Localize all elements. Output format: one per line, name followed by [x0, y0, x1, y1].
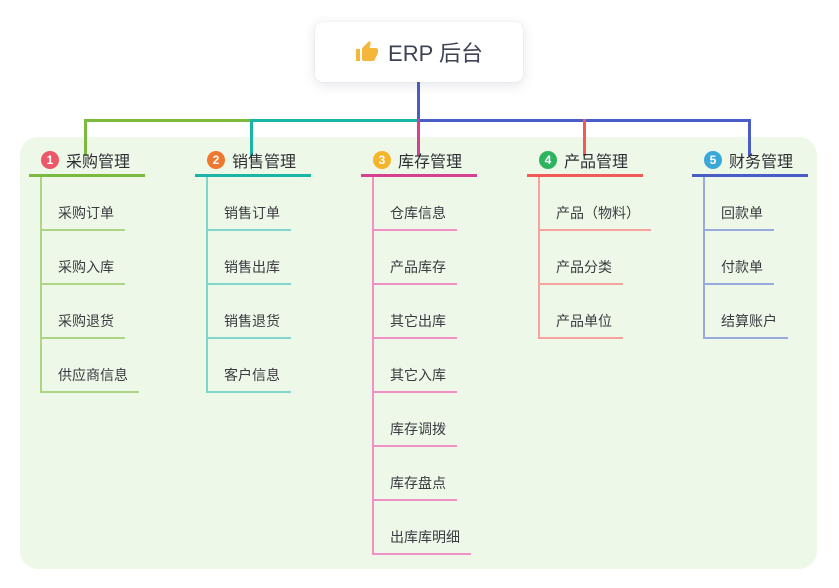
child-row: 产品单位: [538, 285, 651, 339]
mindmap-group-panel: [20, 137, 817, 569]
connector-line: [250, 119, 420, 122]
branch-3: 3 库存管理 仓库信息产品库存其它出库其它入库库存调拨库存盘点出库库明细: [361, 146, 477, 555]
branch-label: 销售管理: [232, 154, 297, 171]
child-node[interactable]: 仓库信息: [372, 203, 457, 231]
child-row: 产品库存: [372, 231, 477, 285]
branch-label: 财务管理: [729, 154, 794, 171]
child-node[interactable]: 付款单: [703, 257, 774, 285]
child-node[interactable]: 结算账户: [703, 311, 788, 339]
branch-drop-line: [748, 119, 751, 156]
branch-number-badge: 2: [207, 151, 225, 169]
child-row: 其它出库: [372, 285, 477, 339]
child-node[interactable]: 产品分类: [538, 257, 623, 285]
branch-drop-line: [583, 119, 586, 156]
child-node[interactable]: 采购入库: [40, 257, 125, 285]
child-row: 产品（物料）: [538, 177, 651, 231]
root-node-title: ERP 后台: [388, 41, 483, 66]
child-node[interactable]: 库存调拨: [372, 419, 457, 447]
branch-1: 1 采购管理 采购订单采购入库采购退货供应商信息: [29, 146, 145, 393]
child-node[interactable]: 供应商信息: [40, 365, 139, 393]
child-row: 结算账户: [703, 285, 808, 339]
branch-vline: [40, 177, 42, 393]
branch-number-badge: 4: [539, 151, 557, 169]
child-row: 客户信息: [206, 339, 311, 393]
branch-node-5[interactable]: 5 财务管理: [692, 146, 808, 177]
child-row: 其它入库: [372, 339, 477, 393]
branch-number-badge: 5: [704, 151, 722, 169]
branch-children: 产品（物料） 产品分类产品单位: [527, 177, 651, 339]
branch-label: 库存管理: [398, 154, 463, 171]
child-row: 出库库明细: [372, 501, 477, 555]
branch-node-1[interactable]: 1 采购管理: [29, 146, 145, 177]
child-row: 采购订单: [40, 177, 145, 231]
branch-5: 5 财务管理 回款单付款单结算账户: [692, 146, 808, 339]
branch-children: 销售订单销售出库销售退货客户信息: [195, 177, 311, 393]
child-node[interactable]: 产品库存: [372, 257, 457, 285]
child-node[interactable]: 其它入库: [372, 365, 457, 393]
child-node[interactable]: 产品单位: [538, 311, 623, 339]
root-connector-line: [417, 82, 420, 122]
branch-children: 仓库信息产品库存其它出库其它入库库存调拨库存盘点出库库明细: [361, 177, 477, 555]
branch-label: 采购管理: [66, 154, 131, 171]
branch-node-3[interactable]: 3 库存管理: [361, 146, 477, 177]
child-row: 仓库信息: [372, 177, 477, 231]
branch-vline: [206, 177, 208, 393]
child-node[interactable]: 销售退货: [206, 311, 291, 339]
branch-node-4[interactable]: 4 产品管理: [527, 146, 643, 177]
child-row: 库存盘点: [372, 447, 477, 501]
child-row: 产品分类: [538, 231, 651, 285]
child-row: 回款单: [703, 177, 808, 231]
branch-number-badge: 1: [41, 151, 59, 169]
child-node[interactable]: 库存盘点: [372, 473, 457, 501]
branch-4: 4 产品管理 产品（物料） 产品分类产品单位: [527, 146, 651, 339]
child-row: 付款单: [703, 231, 808, 285]
child-row: 库存调拨: [372, 393, 477, 447]
child-node[interactable]: 产品（物料）: [538, 203, 651, 231]
child-row: 销售退货: [206, 285, 311, 339]
branch-drop-line: [417, 119, 420, 156]
branch-children: 采购订单采购入库采购退货供应商信息: [29, 177, 145, 393]
child-node[interactable]: 回款单: [703, 203, 774, 231]
child-node[interactable]: 销售出库: [206, 257, 291, 285]
branch-drop-line: [250, 119, 253, 156]
child-node[interactable]: 出库库明细: [372, 527, 471, 555]
branch-node-2[interactable]: 2 销售管理: [195, 146, 311, 177]
child-row: 采购入库: [40, 231, 145, 285]
child-node[interactable]: 销售订单: [206, 203, 291, 231]
branch-label: 产品管理: [564, 154, 629, 171]
child-node[interactable]: 客户信息: [206, 365, 291, 393]
child-node[interactable]: 采购订单: [40, 203, 125, 231]
child-row: 供应商信息: [40, 339, 145, 393]
child-row: 销售出库: [206, 231, 311, 285]
branch-vline: [538, 177, 540, 339]
branch-children: 回款单付款单结算账户: [692, 177, 808, 339]
branch-number-badge: 3: [373, 151, 391, 169]
branch-vline: [703, 177, 705, 339]
thumbs-up-icon: [356, 41, 379, 61]
child-row: 销售订单: [206, 177, 311, 231]
branch-vline: [372, 177, 374, 555]
child-row: 采购退货: [40, 285, 145, 339]
root-node[interactable]: ERP 后台: [315, 22, 523, 82]
child-node[interactable]: 采购退货: [40, 311, 125, 339]
connector-line: [84, 119, 253, 122]
branch-drop-line: [84, 119, 87, 156]
child-node[interactable]: 其它出库: [372, 311, 457, 339]
branch-2: 2 销售管理 销售订单销售出库销售退货客户信息: [195, 146, 311, 393]
